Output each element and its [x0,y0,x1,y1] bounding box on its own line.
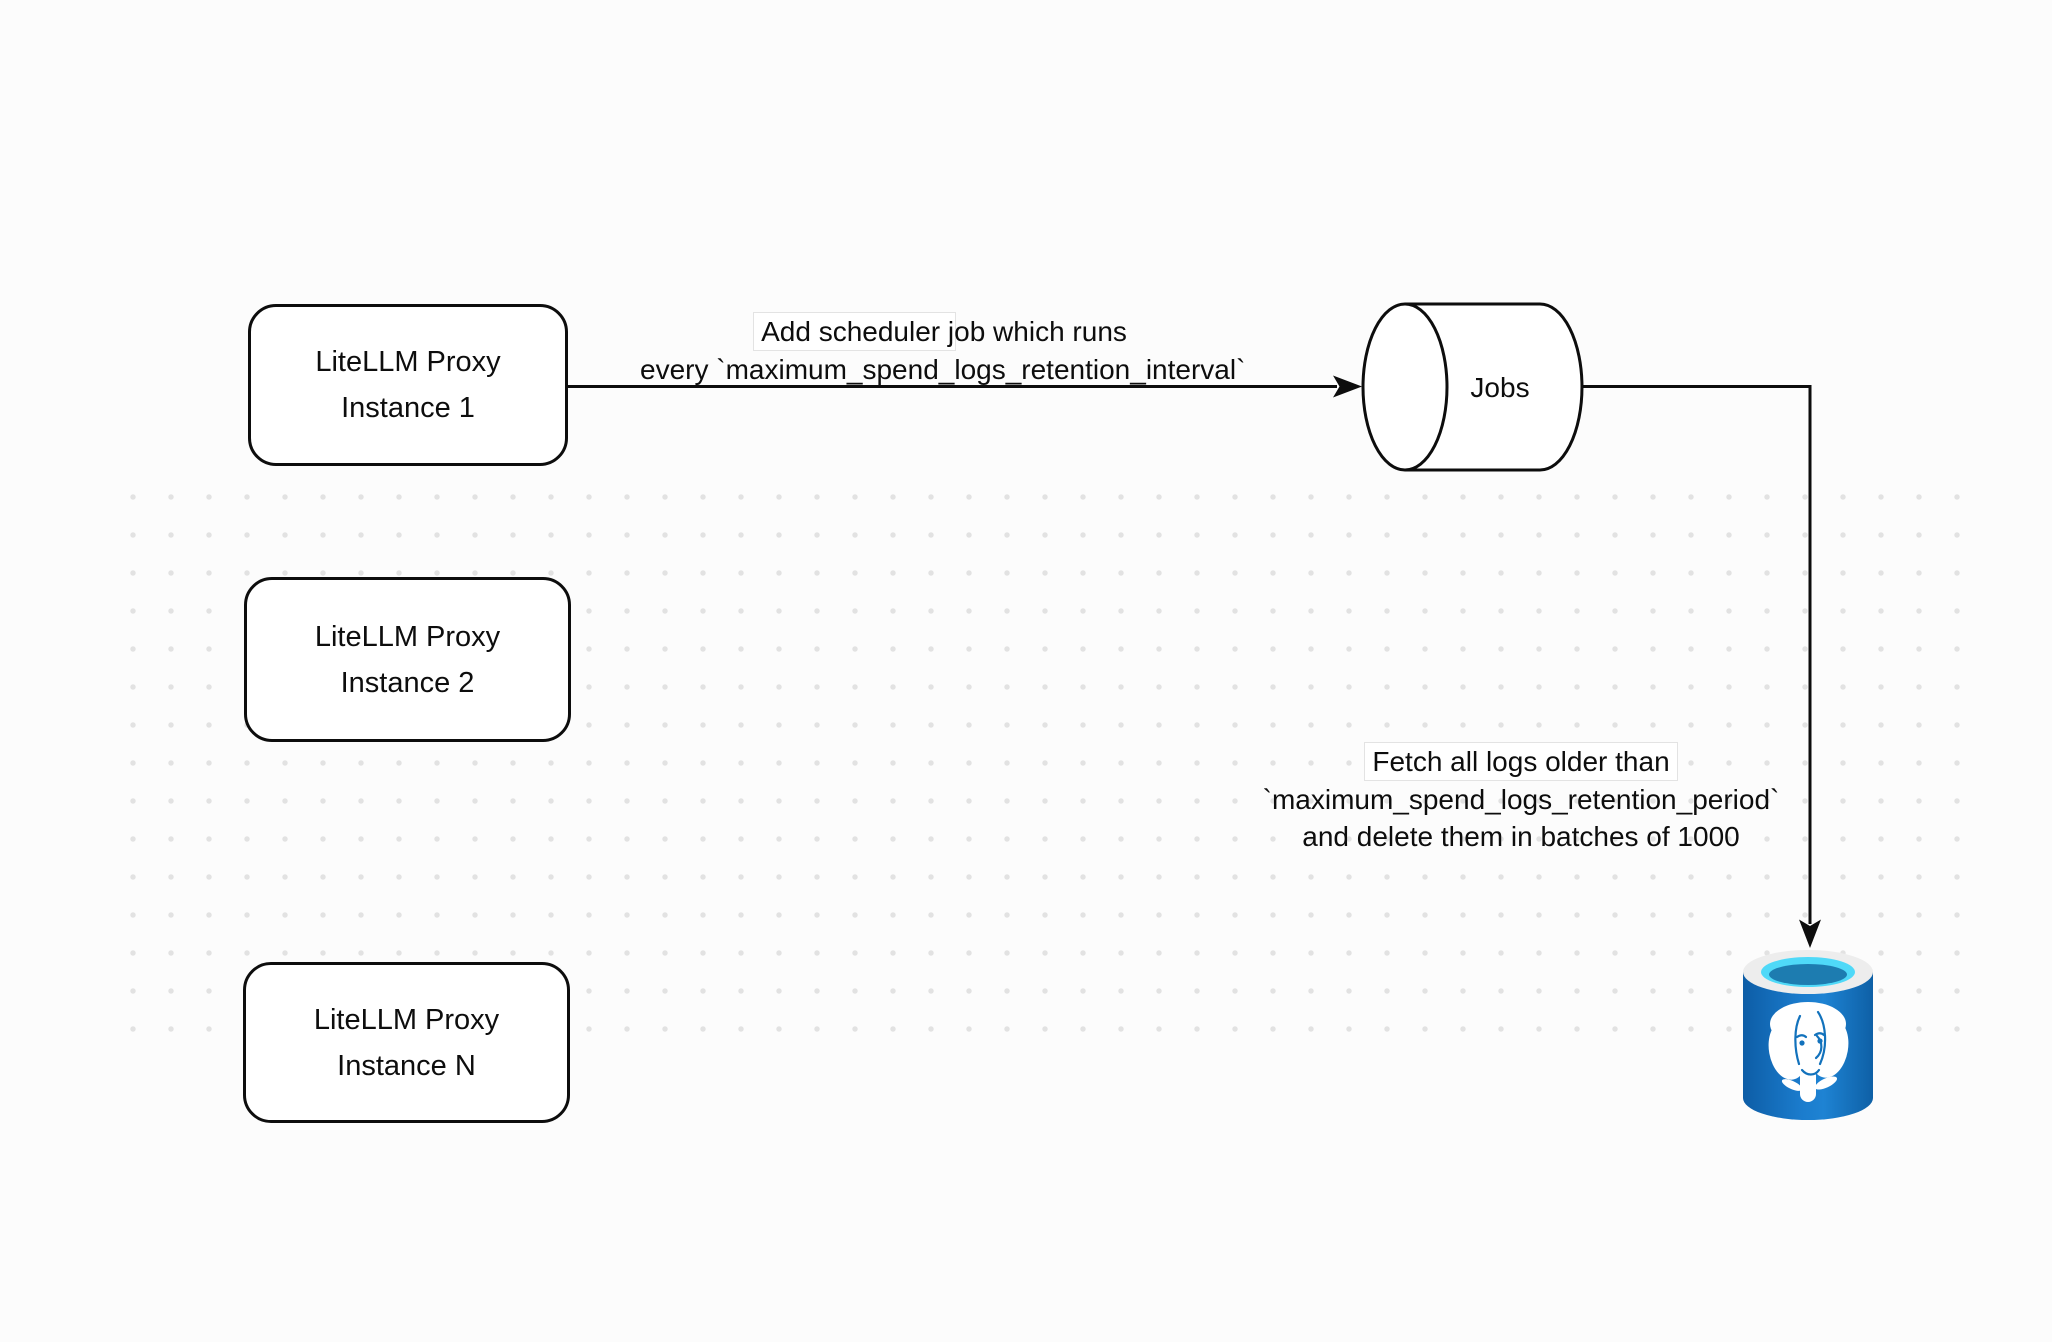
node-label-line: Instance 2 [340,666,475,699]
edge-label-text: every `maximum_spend_logs_retention_inte… [640,354,1246,385]
node-litellm-proxy-instance-2: LiteLLM Proxy Instance 2 [244,577,571,742]
node-jobs-label: Jobs [1470,372,1530,403]
node-label-line: Instance N [337,1049,476,1082]
edge-label-highlight: Add scheduler [753,312,956,351]
arrowhead-right-icon [1333,375,1362,398]
edge-label-text: job which runs [947,316,1127,347]
edge-label-scheduler: Add scheduler job which runs every `maxi… [640,312,1246,388]
postgres-elephant-icon [1768,1002,1849,1102]
edge-label-highlight: Fetch all logs older than [1364,742,1678,781]
arrowhead-down-icon [1799,919,1821,948]
postgresql-database-icon [1743,950,1873,1120]
edge-fetch-arrow [1582,385,1821,948]
edge-schedule-arrow [568,375,1362,398]
edge-label-text: and delete them in batches of 1000 [1302,821,1740,852]
jobs-queue-cylinder [1361,302,1584,472]
node-label-line: LiteLLM Proxy [315,346,501,378]
node-litellm-proxy-instance-1: LiteLLM Proxy Instance 1 [248,304,568,466]
node-label-line: Instance 1 [341,392,475,424]
node-label-line: LiteLLM Proxy [313,1003,500,1036]
node-litellm-proxy-instance-n: LiteLLM Proxy Instance N [243,962,570,1123]
edge-label-text: `maximum_spend_logs_retention_period` [1262,784,1780,815]
edge-label-fetch-delete: Fetch all logs older than `maximum_spend… [1221,742,1821,855]
node-label-line: LiteLLM Proxy [314,620,501,653]
